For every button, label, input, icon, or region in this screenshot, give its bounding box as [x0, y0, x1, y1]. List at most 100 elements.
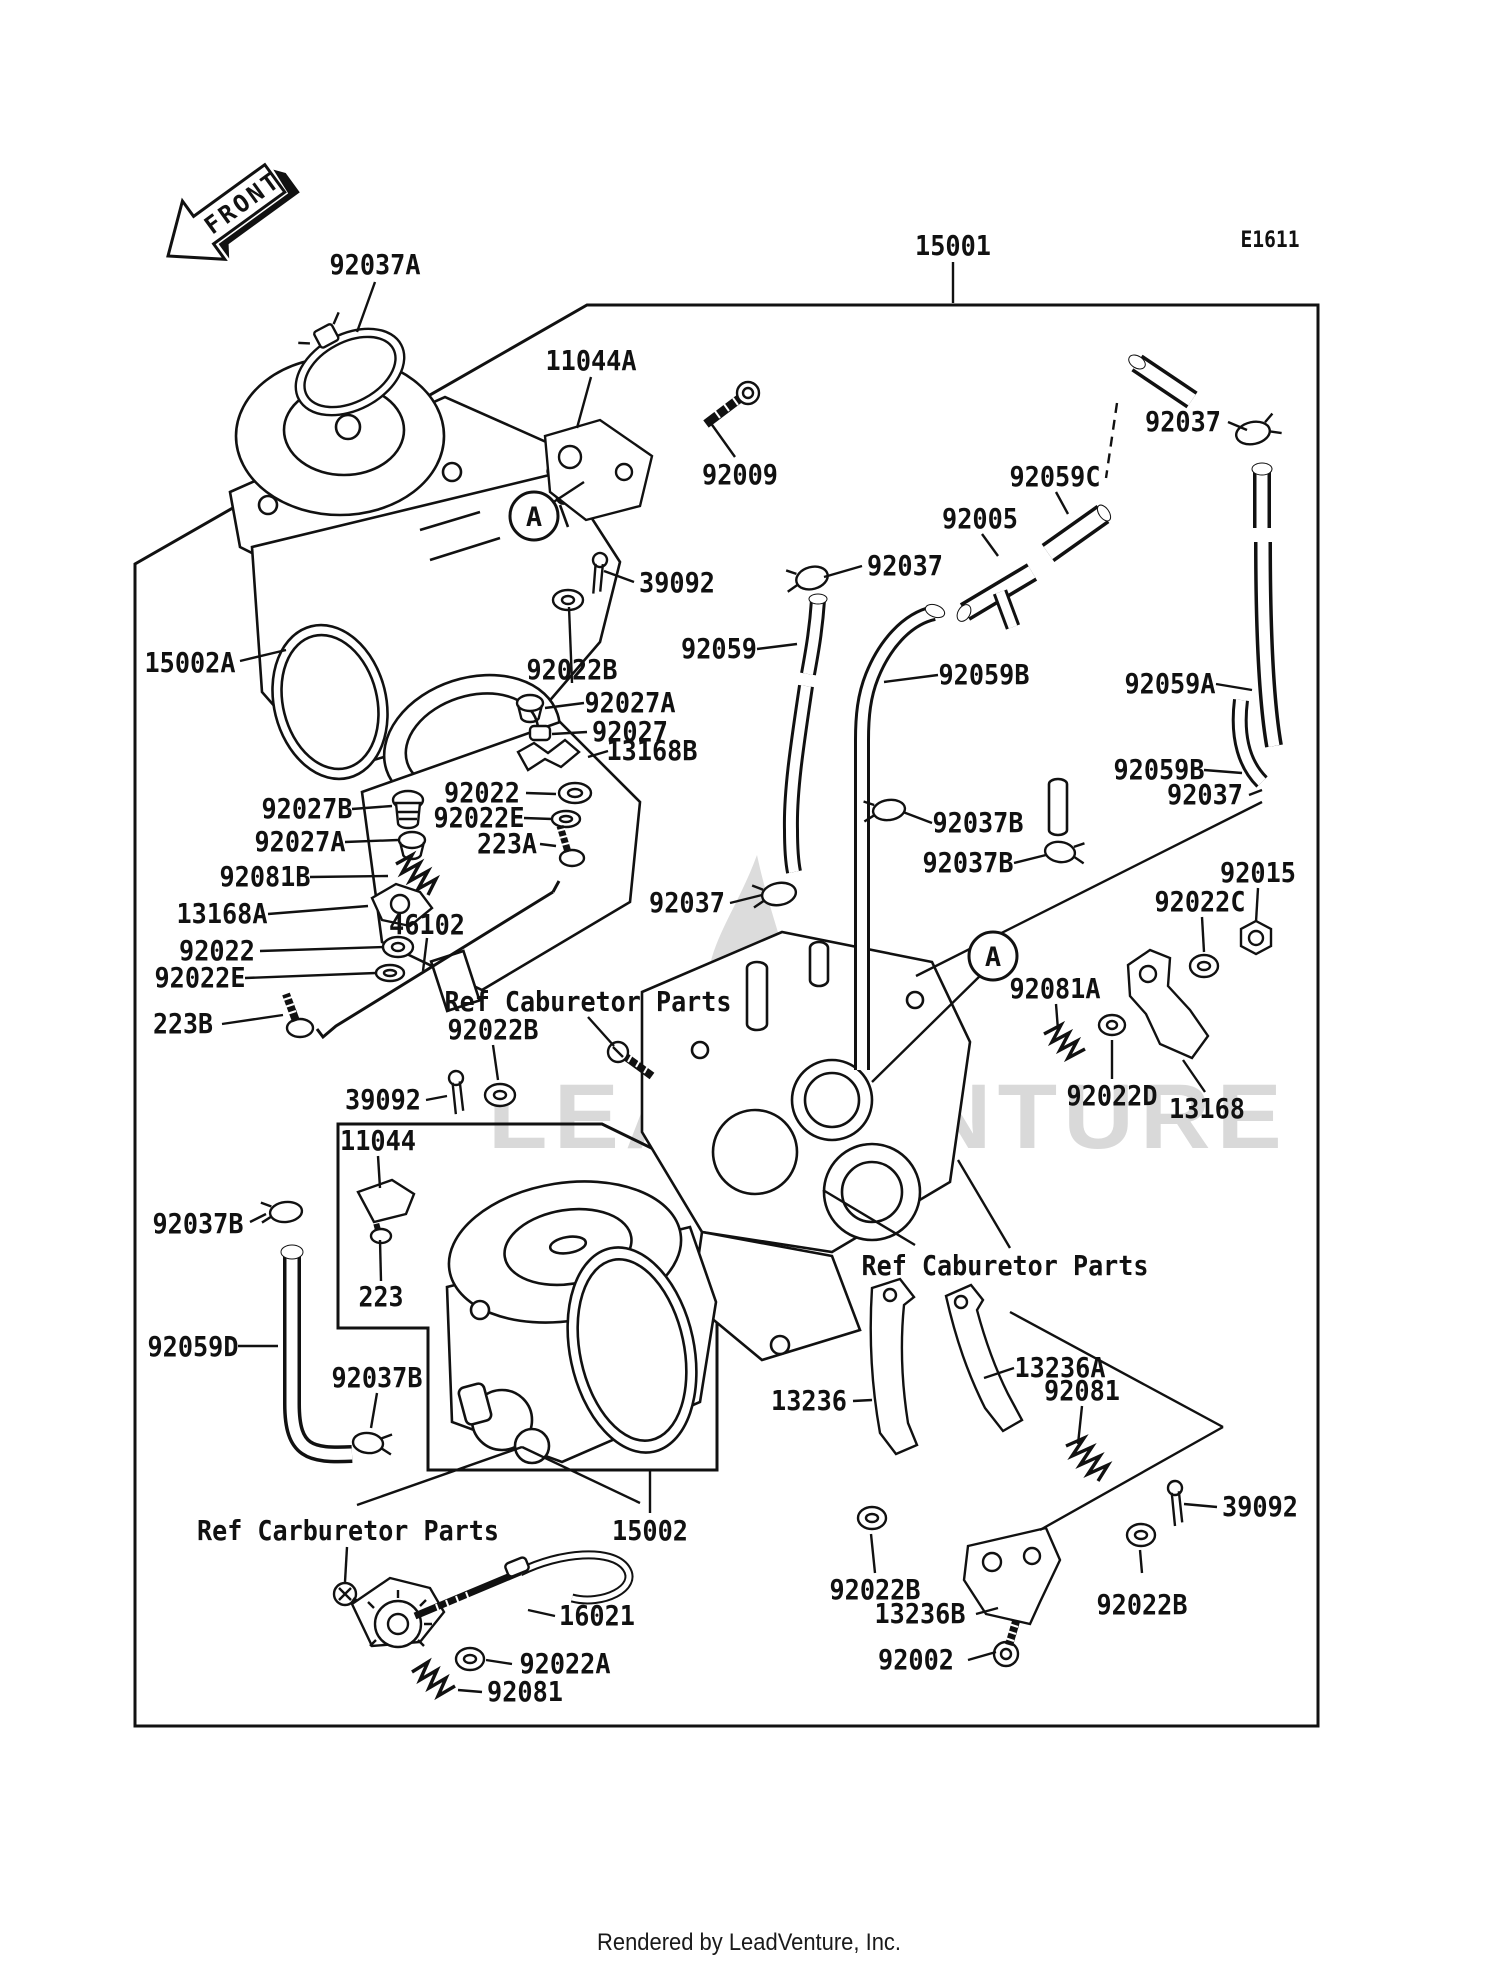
nut-92015	[1239, 919, 1273, 956]
part-label: 13168A	[177, 897, 268, 930]
spring-92081-left	[411, 1657, 456, 1701]
leader-line	[309, 874, 389, 879]
part-label: Ref Caburetor Parts	[445, 985, 732, 1018]
washer-92022B-1	[551, 588, 585, 612]
part-label: Ref Caburetor Parts	[862, 1249, 1149, 1282]
leader-line	[1054, 1003, 1060, 1031]
leader-line	[1013, 853, 1047, 865]
bracket-11044A	[543, 418, 654, 522]
leader-line	[239, 648, 287, 663]
bracket-11044	[356, 1178, 416, 1224]
part-label: 92005	[942, 502, 1018, 535]
view-marker-letter: A	[526, 502, 542, 533]
leader-line	[457, 1688, 483, 1694]
leader-line	[1183, 1502, 1218, 1509]
washer-92022-1	[557, 781, 593, 805]
view-marker-circle	[508, 490, 560, 542]
leader-line	[527, 1608, 556, 1618]
leader-line	[356, 1445, 523, 1507]
leader-line	[378, 1239, 383, 1282]
leader-line	[525, 791, 557, 796]
hoses	[280, 354, 1283, 1464]
part-label: 92059	[681, 632, 757, 665]
carburetor-right	[640, 777, 1069, 1362]
leader-line	[1076, 1405, 1084, 1445]
part-label: 223	[359, 1280, 404, 1313]
leader-line	[967, 1650, 997, 1662]
view-marker-letter: A	[985, 942, 1001, 973]
cup-92027A-mid	[515, 693, 545, 724]
cylinder-92027	[528, 724, 552, 742]
dashed-leader-line	[1104, 402, 1119, 479]
leader-line	[1254, 887, 1260, 923]
part-label: 92015	[1220, 856, 1296, 889]
part-label: 92037	[649, 886, 725, 919]
view-marker-circle	[967, 930, 1019, 982]
leader-line	[244, 971, 377, 980]
needle-clip-13168B	[516, 738, 581, 772]
leader-line	[956, 1159, 1012, 1249]
leader-line	[869, 1533, 877, 1574]
bolt-92009	[703, 380, 761, 428]
clamp-92037A	[294, 311, 406, 417]
leader-line	[376, 1155, 382, 1189]
part-label: 92022	[444, 776, 520, 809]
part-label: 92022E	[434, 801, 525, 834]
part-label: 92027B	[262, 792, 353, 825]
clamp-92037-mid	[785, 565, 829, 593]
part-label: 92059D	[148, 1330, 239, 1363]
hose-92059	[782, 593, 828, 874]
leader-line	[539, 842, 557, 848]
leader-line	[548, 480, 585, 507]
cotter-pin-39092-3	[1166, 1479, 1184, 1527]
leader-line	[823, 564, 863, 579]
spring-92081A	[1043, 1020, 1086, 1063]
leader-line	[729, 893, 763, 905]
part-label: 13236A	[1015, 1351, 1106, 1384]
hose-92059C	[1041, 504, 1112, 562]
part-label: 92022B	[1097, 1588, 1188, 1621]
rod-46102	[315, 880, 561, 1040]
leader-line	[521, 1445, 641, 1505]
part-label: 15002A	[145, 646, 236, 679]
front-arrow: FRONT	[166, 162, 300, 261]
part-label: 92037B	[332, 1361, 423, 1394]
clamp-92037-center	[751, 881, 798, 909]
part-label: 223B	[153, 1007, 213, 1040]
part-label: 223A	[477, 827, 537, 860]
washer-92022A	[454, 1646, 486, 1672]
leader-line	[267, 904, 369, 916]
part-label: 92002	[878, 1643, 954, 1676]
part-label: 15001	[915, 229, 991, 262]
leader-line	[756, 642, 798, 651]
plug-92027B	[391, 789, 425, 830]
leader-line	[1009, 1310, 1224, 1429]
part-label: 92081	[487, 1675, 563, 1708]
part-label: 92022D	[1067, 1079, 1158, 1112]
spring-92081-right	[1065, 1434, 1113, 1482]
part-label: Ref Carburetor Parts	[197, 1514, 499, 1547]
part-label: 92037	[867, 549, 943, 582]
part-label: 92037A	[330, 248, 421, 281]
leader-line	[603, 569, 635, 584]
part-label: 13236	[771, 1384, 847, 1417]
part-label: 92037B	[923, 846, 1014, 879]
hose-92059B-1	[854, 603, 946, 1070]
bolt-ref-caburetor	[606, 1040, 655, 1080]
part-label: 13236B	[875, 1597, 966, 1630]
part-label: 92022	[179, 934, 255, 967]
lever-13236	[869, 1277, 919, 1456]
leader-line	[883, 673, 939, 684]
leader-line	[221, 1013, 284, 1026]
part-label: 11044A	[546, 344, 637, 377]
part-label: 39092	[639, 566, 715, 599]
screw-223B	[282, 992, 315, 1039]
leader-line	[587, 1016, 615, 1047]
leader-line	[1200, 916, 1206, 953]
part-label: 39092	[345, 1083, 421, 1116]
part-label: 92081B	[220, 860, 311, 893]
part-label: 92022C	[1155, 885, 1246, 918]
leader-line	[1227, 420, 1248, 432]
lever-13236A	[944, 1283, 1024, 1433]
